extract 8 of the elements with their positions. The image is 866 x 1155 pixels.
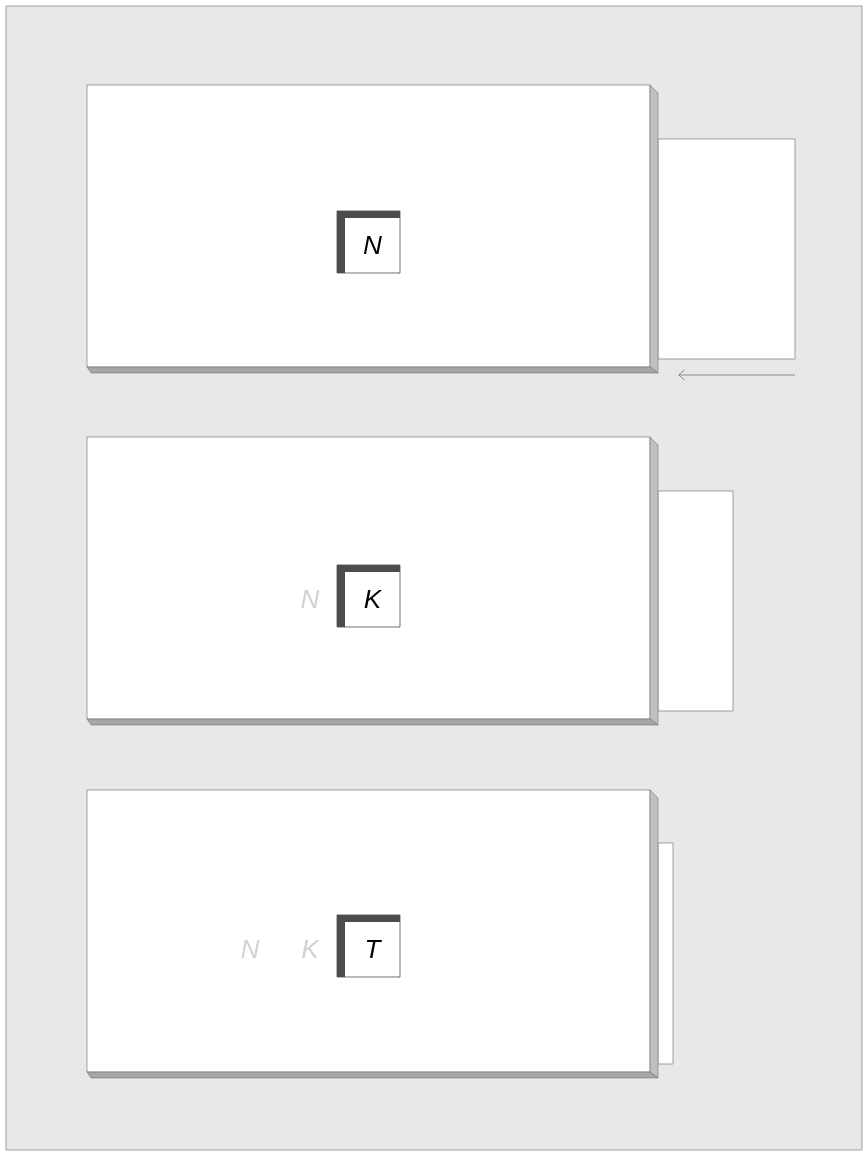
back-card: [657, 490, 734, 712]
letter-tile: T: [336, 914, 401, 978]
letter-tile: K: [336, 564, 401, 628]
letter-tile: N: [336, 210, 401, 274]
panel-box: [86, 789, 659, 1079]
back-card: [657, 138, 796, 360]
panel-box: [86, 436, 659, 726]
panel-box: [86, 84, 659, 374]
